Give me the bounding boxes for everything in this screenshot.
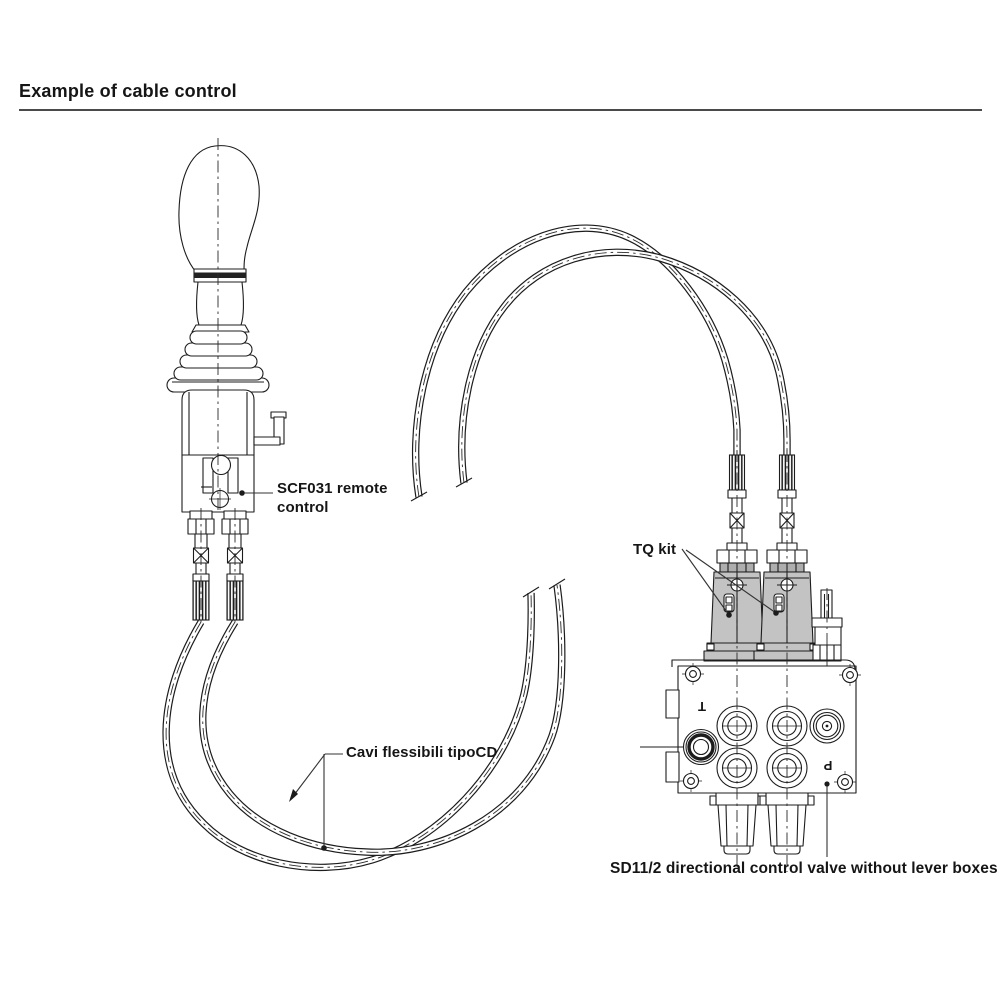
cable-to-left-tq <box>411 224 741 498</box>
valve-left-tab <box>665 751 680 783</box>
leader-valve-caption <box>824 781 830 857</box>
joystick-connector-left <box>187 507 215 625</box>
label-tq-kit: TQ kit <box>633 541 677 558</box>
leader-flexible-cables <box>289 753 343 851</box>
label-remote-control-line1: SCF031 remote <box>277 480 388 497</box>
port-label-t: T <box>698 699 706 714</box>
leader-tq-kit <box>681 548 779 618</box>
joystick-knob <box>178 145 260 273</box>
joystick-connector-right <box>221 507 249 625</box>
page-title: Example of cable control <box>19 81 237 101</box>
cable-break-mark <box>548 578 566 590</box>
joystick-bellows <box>166 330 270 393</box>
valve-spool-cap-left <box>709 792 765 855</box>
valve-top-plate <box>671 659 856 671</box>
joystick-stem <box>196 281 244 326</box>
valve-port-pressure <box>809 708 845 744</box>
cable-from-right-connector <box>199 584 566 856</box>
valve-block: T P <box>640 588 862 855</box>
joystick-mechanism <box>201 454 239 510</box>
cable-break-mark <box>522 586 540 598</box>
label-remote-control-line2: control <box>277 499 329 516</box>
cable-from-left-connector <box>162 592 535 872</box>
valve-port-tank <box>682 728 720 766</box>
cable-loop-top <box>410 224 791 502</box>
title-rule <box>19 109 982 111</box>
cable-loop-bottom <box>162 578 566 872</box>
port-label-p: P <box>823 758 832 773</box>
valve-left-tab <box>665 689 680 719</box>
joystick-drawing <box>166 138 287 625</box>
label-remote-control: SCF031 remote control <box>277 479 388 517</box>
leader-remote-control <box>239 490 273 496</box>
knob-ring-band <box>194 272 246 278</box>
work-port <box>771 710 803 742</box>
stem-base <box>191 324 250 333</box>
label-flexible-cables: Cavi flessibili tipoCD <box>346 744 498 761</box>
label-valve-caption: SD11/2 directional control valve without… <box>610 860 998 877</box>
joystick-side-bracket <box>253 411 287 446</box>
valve-spool-cap-right <box>759 792 815 855</box>
cable-break-mark <box>455 477 473 488</box>
cable-to-right-tq <box>458 248 791 484</box>
cable-break-mark <box>410 491 428 502</box>
